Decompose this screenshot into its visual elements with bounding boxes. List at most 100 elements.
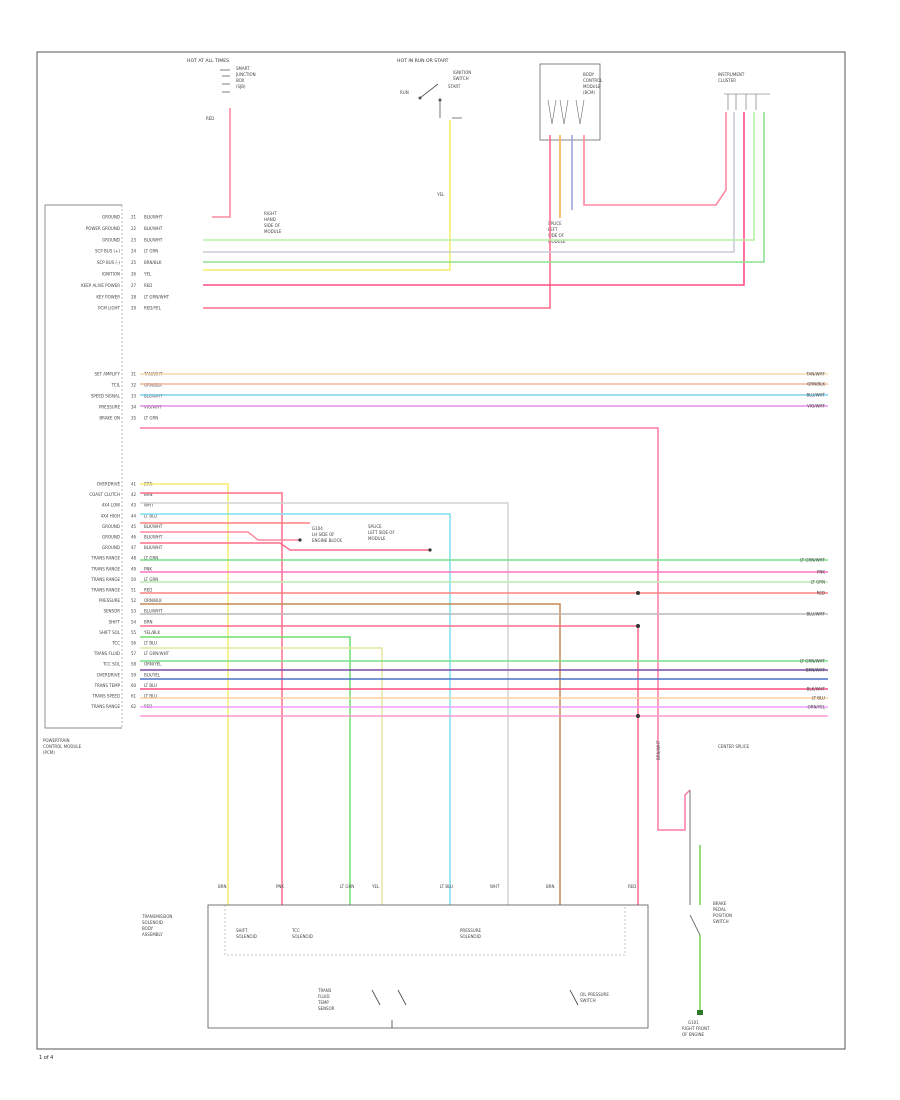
right-wire-color: ORN/YEL [808, 705, 826, 710]
pin-wire-color: LT GRN [144, 577, 158, 582]
pin-wire-color: GRN/BLK [144, 383, 162, 388]
pin-name: SPEED SIGNAL [91, 394, 121, 399]
brake-on-wire [140, 427, 691, 831]
ignition-switch-component: HOT IN RUN OR START IGNITION SWITCH RUN … [397, 58, 471, 197]
ignition-wire-color: YEL [436, 192, 445, 197]
pin-name: TRANS FLUID [93, 651, 120, 656]
pin-number: 49 [131, 566, 137, 571]
pin-wire-color: YEL/BLK [143, 630, 161, 635]
pin-number: 34 [131, 405, 137, 410]
pin-name: OVERDRIVE [97, 672, 121, 677]
pin-number: 46 [131, 535, 137, 540]
pin-wire-color: BLK/WHT [144, 545, 163, 550]
pin-name: POWER GROUND [86, 226, 120, 231]
pcm-name-1: POWERTRAIN [43, 738, 70, 743]
fuse-box-line-1: SMART [236, 66, 250, 71]
trans-wire-color: BRN [218, 884, 227, 889]
bcm-line-4: (BCM) [583, 90, 595, 95]
pcm-ground-note-3: ENGINE BLOCK [312, 538, 342, 543]
trans-internal-2: SOLENOID [236, 934, 257, 939]
pin-number: 58 [131, 662, 137, 667]
pin-name: SHIFT [109, 619, 121, 624]
pin-wire-color: ORN/BLK [144, 598, 162, 603]
pin-name: PRESSURE [99, 405, 121, 410]
instrument-cluster: INSTRUMENT CLUSTER RIGHT HAND SIDE OF MO… [264, 72, 770, 234]
pin-number: 22 [131, 226, 137, 231]
fuse-symbol [220, 69, 230, 93]
brake-line-4: SWITCH [713, 919, 729, 924]
pin-wire-color: BLK/WHT [144, 237, 163, 242]
trans-internal-5: PRESSURE [460, 928, 482, 933]
fuse-box-line-3: BOX [236, 78, 245, 83]
trans-name-2: SOLENOID [142, 920, 163, 925]
splice-dots [298, 538, 640, 718]
pin-wire-color: BLU/WHT [144, 609, 163, 614]
pin-wire-color: BRN [144, 492, 153, 497]
right-wire-color: BLU/WHT [807, 393, 826, 398]
pin-name: 4X4 HIGH [101, 513, 120, 518]
trans-switch-3: TEMP [317, 1000, 329, 1005]
pin-name: GROUND [102, 545, 120, 550]
trans-wire-color: LT BLU [440, 884, 453, 889]
pin-number: 27 [131, 283, 137, 288]
right-wire-color: LT GRN [811, 580, 825, 585]
trans-wire-color: LT GRN [340, 884, 354, 889]
ignition-line-1: IGNITION [453, 70, 471, 75]
trans-internal-6: SOLENOID [460, 934, 481, 939]
brake-line-3: POSITION [713, 913, 732, 918]
fuse-box-title: HOT AT ALL TIMES [187, 58, 229, 64]
gnd-line-3: SIDE OF [264, 223, 281, 228]
fuse-box-line-2: JUNCTION [235, 72, 256, 77]
pin-name: COAST CLUTCH [89, 492, 120, 497]
pin-wire-color: YEL [143, 272, 152, 277]
pin-wire-color: RED [144, 588, 152, 593]
pin-number: 43 [131, 503, 137, 508]
pin-number: 50 [131, 577, 137, 582]
pcm-splice-note-3: MODULE [368, 536, 386, 541]
pin-number: 35 [131, 416, 137, 421]
transmission-solenoid-body: TRANSMISSION SOLENOID BODY ASSEMBLY SHIF… [141, 904, 649, 1029]
pin-name: TRANS RANGE [90, 588, 120, 593]
right-wire-color: TAN/WHT [805, 372, 825, 377]
pin-number: 31 [131, 372, 137, 377]
right-wire-color: LT BLU [812, 696, 825, 701]
trans-switch-4: SENSOR [318, 1006, 335, 1011]
pin-number: 42 [131, 492, 137, 497]
group3-wires [140, 483, 828, 905]
pin-wire-color: LT GRN [144, 556, 158, 561]
pin-name: TCC SOL [102, 662, 121, 667]
pin-name: SENSOR [103, 609, 120, 614]
ignition-start: START [448, 84, 461, 89]
pin-name: PRESSURE [99, 598, 121, 603]
pin-wire-color: BLK/YEL [144, 672, 161, 677]
brake-line-2: PEDAL [713, 907, 727, 912]
pin-name: PCM LIGHT [98, 306, 120, 311]
pin-number: 45 [131, 524, 137, 529]
brake-line-1: BRAKE [713, 901, 727, 906]
bcm-splice-line-1: SPLICE [548, 221, 562, 226]
bcm-line-3: MODULE [583, 84, 601, 89]
trans-name-3: BODY [142, 926, 154, 931]
trans-internal-4: SOLENOID [292, 934, 313, 939]
trans-internal-3: TCC [291, 928, 300, 933]
pin-wire-color: LT GRN/WHT [144, 294, 170, 299]
pin-name: GROUND [102, 237, 120, 242]
pin-wire-color: LT GRN [144, 416, 158, 421]
pin-number: 28 [131, 294, 137, 299]
pin-name: KEEP ALIVE POWER [81, 283, 120, 288]
pin-number: 57 [131, 651, 137, 656]
trans-wire-color: YEL [371, 884, 380, 889]
feed-wires [203, 108, 765, 309]
pin-number: 61 [131, 694, 137, 699]
pin-name: TRANS RANGE [90, 704, 120, 709]
right-wire-color: LT GRN/WHT [800, 659, 826, 664]
brake-ground-3: OF ENGINE [682, 1032, 705, 1037]
pin-wire-color: LT GRN/WHT [144, 651, 170, 656]
pin-wire-color: LT BLU [144, 683, 157, 688]
pin-wire-color: LT BLU [144, 513, 157, 518]
pin-wire-color: BLK/WHT [144, 535, 163, 540]
pcm-ground-note-1: G104 [312, 526, 323, 531]
pin-number: 59 [131, 672, 137, 677]
ignition-title: HOT IN RUN OR START [397, 58, 449, 64]
